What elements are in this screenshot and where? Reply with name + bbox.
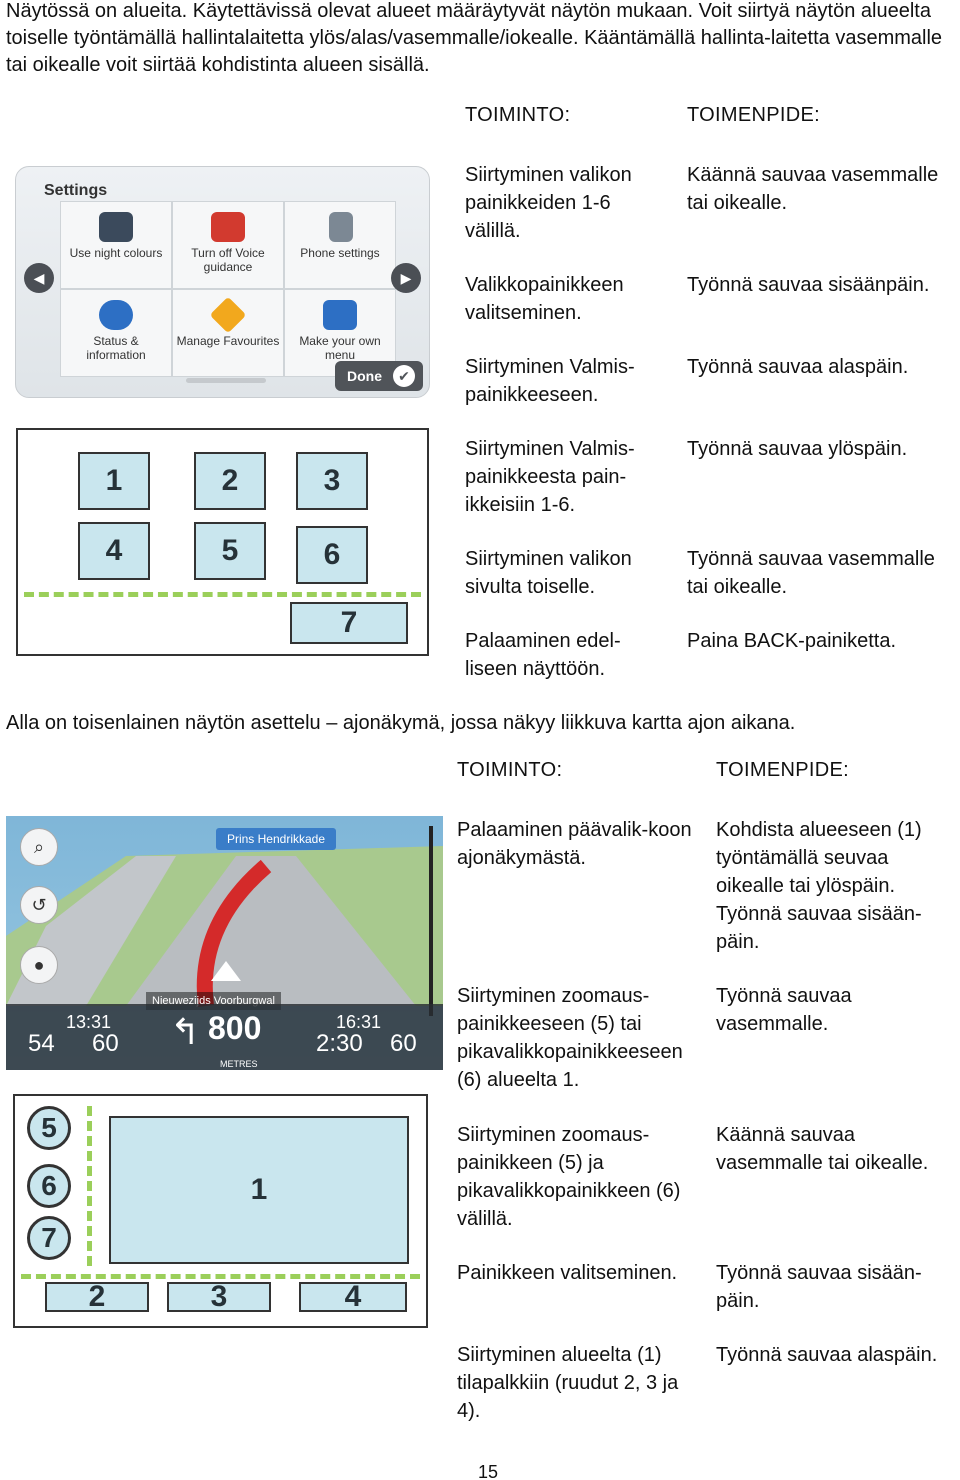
divider-line bbox=[24, 592, 421, 597]
layout-intro: Alla on toisenlainen näytön asettelu – a… bbox=[6, 712, 796, 734]
s2-action-4: Painikkeen valitseminen. bbox=[457, 1262, 678, 1284]
remaining-time: 2:30 bbox=[316, 1030, 363, 1057]
monitor-icon bbox=[99, 212, 133, 242]
s1-operation-3: Työnnä sauvaa alaspäin. bbox=[687, 356, 909, 378]
header-action-1: TOIMINTO: bbox=[465, 104, 571, 126]
s2-action-1: Palaaminen päävalik-koon ajonäkymästä. bbox=[457, 819, 692, 869]
diagram1-box-1: 1 bbox=[78, 452, 150, 510]
distance-unit: METRES bbox=[220, 1059, 258, 1069]
s2-action-5: Siirtyminen alueelta (1) tilapalkkiin (r… bbox=[457, 1344, 679, 1422]
diagram2-box-2: 2 bbox=[45, 1282, 149, 1312]
s1-operation-6: Paina BACK-painiketta. bbox=[687, 630, 897, 652]
check-icon: ✔ bbox=[393, 365, 415, 387]
page-indicator bbox=[186, 378, 266, 383]
custom-menu-icon bbox=[323, 300, 357, 330]
s1-operation-1: Käännä sauvaa vasemmalle tai oikealle. bbox=[687, 164, 939, 214]
microphone-icon[interactable]: ● bbox=[20, 946, 58, 984]
s1-action-3: Siirtyminen Valmis-painikkeeseen. bbox=[465, 356, 635, 406]
settings-title: Settings bbox=[44, 182, 108, 199]
diagram2-box-1: 1 bbox=[109, 1116, 409, 1264]
header-action-2: TOIMINTO: bbox=[457, 759, 563, 781]
status-bar: 13:31 54 60 ↰ 800 METRES 16:31 2:30 60 bbox=[6, 1004, 443, 1070]
s1-action-1: Siirtyminen valikon painikkeiden 1-6 väl… bbox=[465, 164, 632, 242]
diagram1-box-7: 7 bbox=[290, 602, 408, 644]
diagram1-box-6: 6 bbox=[296, 526, 368, 584]
map-graphic bbox=[6, 846, 443, 1007]
drive-view-screenshot: Prins Hendrikkade ⌕ ↺ ● Nieuwezijds Voor… bbox=[6, 816, 443, 1070]
prev-page-icon[interactable]: ◀ bbox=[24, 263, 54, 293]
header-operation-1: TOIMENPIDE: bbox=[687, 104, 820, 126]
arrival-time: 16:31 bbox=[336, 1012, 382, 1032]
back-arrow-icon[interactable]: ↺ bbox=[20, 886, 58, 924]
speed-limit-left: 60 bbox=[92, 1030, 119, 1057]
tile-phone-settings: Phone settings bbox=[284, 201, 396, 289]
current-time: 13:31 bbox=[66, 1012, 112, 1032]
s1-action-6: Palaaminen edel-liseen näyttöön. bbox=[465, 630, 621, 680]
s1-action-2: Valikkopainikkeen valitseminen. bbox=[465, 274, 624, 324]
s1-action-4: Siirtyminen Valmis-painikkeesta pain-ikk… bbox=[465, 438, 635, 516]
intro-paragraph: Näytössä on alueita. Käytettävissä oleva… bbox=[6, 0, 943, 76]
diagram2-circle-5: 5 bbox=[27, 1106, 71, 1150]
tile-voice-guidance: Turn off Voice guidance bbox=[172, 201, 284, 289]
distance-to-turn: 800 bbox=[208, 1010, 262, 1046]
diagram1-box-2: 2 bbox=[194, 452, 266, 510]
speed-limit-right: 60 bbox=[390, 1030, 417, 1057]
zoom-icon[interactable]: ⌕ bbox=[20, 828, 58, 866]
settings-screenshot: Settings Use night colours Turn off Voic… bbox=[15, 166, 430, 398]
phone-icon bbox=[329, 212, 353, 242]
s1-action-5: Siirtyminen valikon sivulta toiselle. bbox=[465, 548, 632, 598]
current-street-label: Prins Hendrikkade bbox=[216, 828, 336, 850]
tile-night-colours: Use night colours bbox=[60, 201, 172, 289]
s2-operation-3: Käännä sauvaa vasemmalle tai oikealle. bbox=[716, 1124, 929, 1174]
divider-vertical bbox=[87, 1106, 92, 1266]
speaker-off-icon bbox=[211, 212, 245, 242]
diagram2-box-3: 3 bbox=[167, 1282, 271, 1312]
turn-arrow-icon: ↰ bbox=[170, 1011, 201, 1052]
s2-action-2: Siirtyminen zoomaus-painikkeeseen (5) ta… bbox=[457, 985, 683, 1091]
diagram2-circle-6: 6 bbox=[27, 1164, 71, 1208]
next-page-icon[interactable]: ▶ bbox=[391, 263, 421, 293]
diagram2-circle-7: 7 bbox=[27, 1216, 71, 1260]
menu-layout-diagram: 1 2 3 4 5 6 7 bbox=[16, 428, 429, 656]
route-bar bbox=[429, 826, 433, 1016]
star-icon bbox=[209, 296, 247, 334]
tile-manage-favourites: Manage Favourites bbox=[172, 289, 284, 377]
diagram1-box-5: 5 bbox=[194, 522, 266, 580]
diagram2-box-4: 4 bbox=[299, 1282, 407, 1312]
diagram1-box-3: 3 bbox=[296, 452, 368, 510]
s1-operation-2: Työnnä sauvaa sisäänpäin. bbox=[687, 274, 930, 296]
s2-operation-2: Työnnä sauvaa vasemmalle. bbox=[716, 985, 852, 1035]
s2-operation-5: Työnnä sauvaa alaspäin. bbox=[716, 1344, 938, 1366]
page-number: 15 bbox=[478, 1462, 499, 1480]
done-button[interactable]: Done ✔ bbox=[335, 361, 423, 391]
info-icon bbox=[99, 300, 133, 330]
diagram1-box-4: 4 bbox=[78, 522, 150, 580]
s2-operation-4: Työnnä sauvaa sisään-päin. bbox=[716, 1262, 922, 1312]
s1-operation-5: Työnnä sauvaa vasemmalle tai oikealle. bbox=[687, 548, 935, 598]
current-speed: 54 bbox=[28, 1030, 55, 1057]
tile-status-information: Status & information bbox=[60, 289, 172, 377]
drive-layout-diagram: 5 6 7 1 2 3 4 bbox=[13, 1094, 428, 1328]
divider-horizontal bbox=[21, 1274, 420, 1279]
s2-operation-1: Kohdista alueeseen (1) työntämällä seuva… bbox=[716, 819, 922, 953]
s1-operation-4: Työnnä sauvaa ylöspäin. bbox=[687, 438, 908, 460]
header-operation-2: TOIMENPIDE: bbox=[716, 759, 849, 781]
s2-action-3: Siirtyminen zoomaus-painikkeen (5) ja pi… bbox=[457, 1124, 681, 1230]
